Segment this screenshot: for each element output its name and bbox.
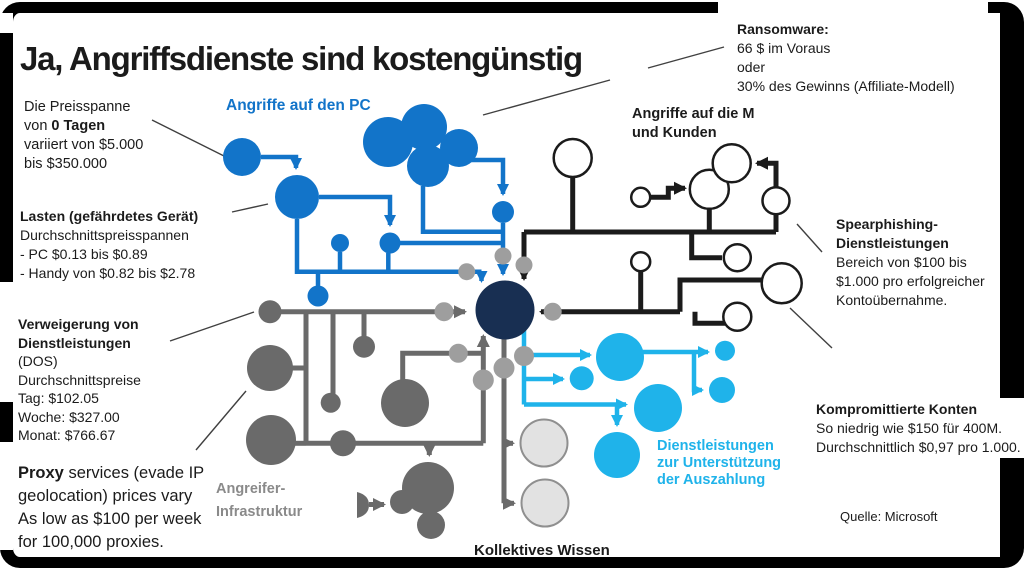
note-dos: Verweigerung von Dienstleistungen (DOS) … [18,316,141,443]
funnel-shape [357,492,369,518]
compromised-box-cutout [820,398,1024,458]
pc-attack-nodes [223,104,514,307]
customer-attack-nodes [552,137,803,332]
knowledge-nodes [519,418,570,528]
junction-dots [434,247,562,391]
payout-nodes [569,333,735,478]
payout-edges [521,330,710,427]
leader-proxy [195,390,247,451]
label-customer-attacks: Angriffe auf die M und Kunden [632,106,755,141]
pc-attack-edges [261,154,509,286]
leader-spearphishing [796,223,823,253]
leader-compromised [789,307,833,349]
ransomware-box-cutout [718,0,988,96]
leader-zero-day [151,119,229,159]
customer-attack-edges [517,156,779,326]
note-proxy-services: Proxy services (evade IP geolocation) pr… [18,464,205,551]
page-title: Ja, Angriffsdienste sind kostengünstig [20,40,583,77]
note-spearphishing: Spearphishing- Dienstleistungen Bereich … [836,216,985,308]
label-pc-attacks: Angriffe auf den PC [226,97,371,114]
label-attacker-infrastructure: Angreifer- Infrastruktur [216,481,303,520]
leader-lines [151,46,833,451]
leader-dos [169,311,255,342]
leader-lasten [231,203,269,213]
label-collective-knowledge: Kollektives Wissen [474,542,610,559]
note-compromised-accounts: Kompromittierte Konten So niedrig wie $1… [816,401,1021,455]
infrastructure-nodes [246,300,454,539]
note-loads: Lasten (gefährdetes Gerät) Durchschnitts… [20,208,199,281]
leader-ransomware-2 [647,46,725,69]
label-payout-services: Dienstleistungen zur Unterstützung der A… [657,438,782,488]
note-zero-day-pricing: Die Preisspanne von 0 Tagen variiert von… [24,99,144,172]
central-hub-node [475,280,535,340]
note-ransomware: Ransomware: 66 $ im Voraus oder 30% des … [737,21,955,94]
leader-ransomware-1 [482,79,611,116]
source-credit: Quelle: Microsoft [840,509,938,524]
